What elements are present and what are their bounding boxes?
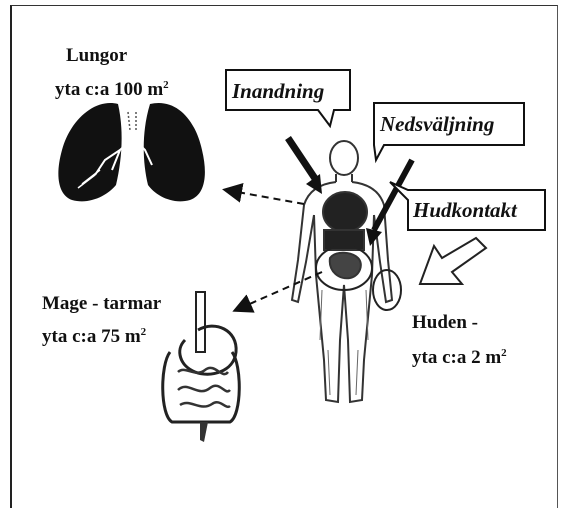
- gut-connector: [236, 272, 322, 310]
- skin-name: Huden -: [412, 312, 478, 334]
- gut-name: Mage - tarmar: [42, 293, 161, 315]
- skin-contact-label: Hudkontakt: [413, 198, 517, 223]
- lungs-icon: [58, 103, 205, 201]
- lungs-area: yta c:a 100 m2: [55, 74, 169, 101]
- inhalation-arrow: [288, 138, 316, 180]
- digestive-tract-icon: [163, 292, 240, 442]
- lungs-name: Lungor: [66, 45, 127, 67]
- ingestion-label: Nedsväljning: [380, 112, 494, 137]
- inhalation-label: Inandning: [232, 79, 324, 104]
- skin-contact-arrow: [420, 238, 486, 284]
- human-body-icon: [292, 141, 401, 402]
- gut-area: yta c:a 75 m2: [42, 321, 146, 348]
- lungs-connector: [226, 190, 304, 204]
- skin-area: yta c:a 2 m2: [412, 342, 507, 369]
